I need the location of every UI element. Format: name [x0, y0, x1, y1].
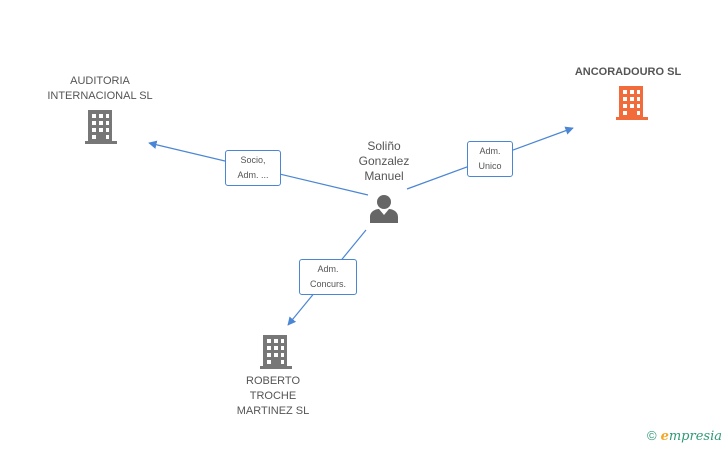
company-name-roberto[interactable]: ROBERTO TROCHE MARTINEZ SL: [236, 375, 310, 417]
empresia-logo[interactable]: ©empresia: [646, 428, 722, 444]
edge-label-adm-concurs[interactable]: Adm. Concurs.: [299, 259, 357, 295]
edge-label-adm-unico[interactable]: Adm. Unico: [467, 141, 513, 177]
person-icon[interactable]: [369, 193, 399, 223]
copyright-icon: ©: [646, 428, 657, 443]
company-name-auditoria[interactable]: AUDITORIA INTERNACIONAL SL: [47, 75, 153, 102]
edge-label-socio-adm[interactable]: Socio, Adm. ...: [225, 150, 281, 186]
building-icon-main[interactable]: [616, 86, 648, 120]
building-icon[interactable]: [260, 335, 292, 369]
person-name[interactable]: Soliño Gonzalez Manuel: [358, 139, 410, 183]
building-icon[interactable]: [85, 110, 117, 144]
company-name-ancoradouro[interactable]: ANCORADOURO SL: [574, 66, 682, 78]
